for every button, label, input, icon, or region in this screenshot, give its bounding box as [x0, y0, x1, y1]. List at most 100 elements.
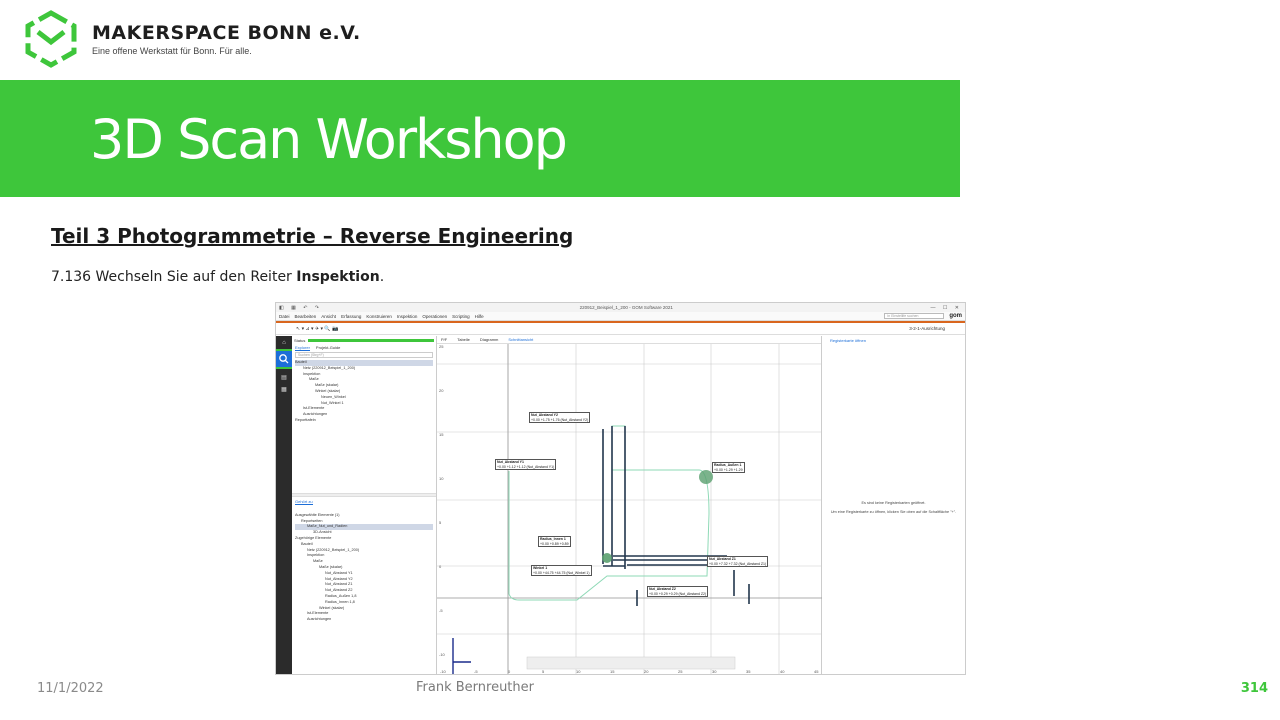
menu-konstruieren[interactable]: Konstruieren: [366, 313, 392, 319]
y-tick: -10: [439, 652, 445, 657]
tree-item[interactable]: Ausrichtungen: [303, 412, 328, 417]
label-nut-abstand-y2[interactable]: Nut_Abstand Y2 +0.00 +1.75 +1.76 (Nut_Ab…: [529, 412, 591, 423]
open-tab-button[interactable]: Registerkarte öffnen: [830, 338, 866, 343]
tab-gehoert-zu[interactable]: Gehört zu: [295, 499, 313, 506]
footer-author: Frank Bernreuther: [416, 680, 534, 695]
tree-item[interactable]: Nut_Winkel 1: [321, 400, 344, 405]
tool-icons[interactable]: ↖ ▾ ⊿ ▾ ✈ ▾ 🔍 📷: [296, 325, 339, 332]
instruction-text: 7.136 Wechseln Sie auf den Reiter Inspek…: [51, 269, 384, 285]
window-title: 220912_Beispiel_1_200 - GOM Software 202…: [579, 305, 673, 310]
window-toolbar-icons: ◧ ▦ ↶ ↷: [279, 304, 322, 311]
tree-item[interactable]: Netz (220912_Beispiel_1_200): [303, 365, 356, 370]
tree-item[interactable]: Reporttafeln: [295, 417, 316, 422]
menu-bearbeiten[interactable]: Bearbeiten: [294, 313, 317, 319]
tab-projekt-guide[interactable]: Projekt-Guide: [315, 345, 341, 350]
menu-erfassung[interactable]: Erfassung: [341, 313, 362, 319]
x-tick: 0: [508, 669, 511, 674]
label-values: +0.00 +1.12 +1.12 (Nut_Abstand Y1): [497, 464, 555, 469]
tree-item[interactable]: Zugehörige Elemente: [295, 535, 332, 540]
home-icon[interactable]: ⌂: [282, 340, 286, 346]
label-radius-innen[interactable]: Radius_Innen 1 +0.00 +0.89 +0.89: [538, 536, 571, 547]
tab-schnittansicht[interactable]: Schnittansicht: [508, 337, 534, 342]
tree-item[interactable]: Inspektion: [307, 553, 325, 558]
tree-item[interactable]: 3D-Ansicht: [313, 530, 332, 535]
main-toolbar: ↖ ▾ ⊿ ▾ ✈ ▾ 🔍 📷 3-2-1-Ausrichtung: [276, 323, 965, 335]
tab-pf[interactable]: P/F: [441, 337, 448, 342]
tree-item[interactable]: Maße: [313, 559, 323, 564]
menu-ansicht[interactable]: Ansicht: [321, 313, 337, 319]
tree-item[interactable]: Winkel (skalar): [315, 388, 341, 393]
menu-hilfe[interactable]: Hilfe: [474, 313, 484, 319]
menu-scripting[interactable]: Scripting: [452, 313, 470, 319]
x-tick: 35: [746, 669, 751, 674]
label-nut-abstand-z1[interactable]: Nut_Abstand Z1 +0.00 +7.32 +7.32 (Nut_Ab…: [707, 556, 769, 567]
explorer-panel: Status Explorer Projekt-Guide Suchen (St…: [292, 336, 437, 674]
related-tree: Ausgewählte Elemente (1) Reportseiten Ma…: [292, 512, 436, 624]
x-tick: -5: [474, 669, 478, 674]
explorer-search-input[interactable]: Suchen (Strg+F): [295, 352, 433, 358]
menubar: Datei Bearbeiten Ansicht Erfassung Konst…: [276, 312, 965, 321]
status-row: Status: [292, 336, 436, 344]
inspection-tab-icon[interactable]: [276, 349, 294, 369]
tree-item[interactable]: Ausgewählte Elemente (1): [295, 512, 340, 517]
workspace: ⌂ ▤ ▦ Status Explorer Projekt-Guide Such…: [276, 336, 965, 674]
panel-splitter[interactable]: [292, 492, 436, 497]
slide-title: 3D Scan Workshop: [90, 108, 568, 171]
tree-item[interactable]: Nut_Abstand Z1: [325, 582, 353, 587]
tree-item[interactable]: Ist-Elemente: [303, 406, 325, 411]
tree-item[interactable]: Ist-Elemente: [307, 611, 329, 616]
tree-item[interactable]: Neuen_Winkel: [321, 394, 346, 399]
label-values: +0.00 +44.75 +44.75 (Nut_Winkel 1): [533, 570, 590, 575]
tree-item[interactable]: Nut_Abstand Y1: [325, 570, 353, 575]
window-controls-icon[interactable]: — ☐ ✕: [930, 304, 962, 311]
label-nut-abstand-z2[interactable]: Nut_Abstand Z2 +0.00 +0.29 +0.29 (Nut_Ab…: [647, 586, 709, 597]
tree-item[interactable]: Nut_Abstand Y2: [325, 576, 353, 581]
page-number: 314: [1240, 681, 1268, 696]
label-values: +0.00 +0.29 +0.29 (Nut_Abstand Z2): [649, 591, 707, 596]
explorer-tree: Bauteil Netz (220912_Beispiel_1_200) Ins…: [292, 359, 436, 425]
tree-item[interactable]: Maße_Nut_und_Radien: [295, 524, 433, 531]
y-tick: -5: [439, 608, 443, 613]
menu-datei[interactable]: Datei: [279, 313, 290, 319]
tab-tabelle[interactable]: Tabelle: [457, 337, 470, 342]
grid-icon[interactable]: ▦: [281, 387, 287, 393]
label-title: Nut_Abstand Y2: [531, 413, 558, 417]
tree-item[interactable]: Inspektion: [303, 371, 321, 376]
tree-item[interactable]: Bauteil: [301, 541, 313, 546]
menu-inspektion[interactable]: Inspektion: [396, 313, 418, 319]
alignment-select[interactable]: 3-2-1-Ausrichtung: [909, 326, 945, 331]
footer-date: 11/1/2022: [37, 681, 104, 696]
tree-item[interactable]: Maße (skalar): [319, 564, 343, 569]
menu-operationen[interactable]: Operationen: [422, 313, 448, 319]
tree-item[interactable]: Maße: [309, 377, 319, 382]
label-title: Nut_Abstand Y1: [497, 460, 524, 464]
view-tabs: P/F Tabelle Diagramm Schnittansicht: [437, 336, 821, 344]
label-nut-abstand-y1[interactable]: Nut_Abstand Y1 +0.00 +1.12 +1.12 (Nut_Ab…: [495, 459, 557, 470]
report-icon[interactable]: ▤: [281, 375, 287, 381]
tree-item[interactable]: Winkel (skalar): [319, 605, 345, 610]
status-progress: [308, 338, 434, 342]
tree-item[interactable]: Ausrichtungen: [307, 617, 332, 622]
view-panel: P/F Tabelle Diagramm Schnittansicht: [437, 336, 824, 674]
tab-explorer[interactable]: Explorer: [295, 344, 310, 351]
section-plot: [437, 344, 824, 674]
tab-diagramm[interactable]: Diagramm: [479, 337, 499, 342]
label-title: Radius_Innen 1: [540, 537, 566, 541]
explorer-tabs: Explorer Projekt-Guide: [292, 344, 436, 351]
title-banner: 3D Scan Workshop: [0, 80, 960, 197]
label-winkel[interactable]: Winkel 1 +0.00 +44.75 +44.75 (Nut_Winkel…: [531, 565, 592, 576]
tree-item[interactable]: Netz (220912_Beispiel_1_200): [307, 547, 360, 552]
instruction-suffix: .: [379, 269, 385, 285]
tree-item[interactable]: Bauteil: [295, 360, 433, 366]
tree-item[interactable]: Radius_Außen 1,8: [325, 593, 357, 598]
tree-item[interactable]: Maße (skalar): [315, 383, 339, 388]
section-title: Teil 3 Photogrammetrie – Reverse Enginee…: [51, 224, 574, 248]
y-tick: 15: [439, 432, 444, 437]
tree-item[interactable]: Reportseiten: [301, 518, 323, 523]
tree-item[interactable]: Radius_Innen 1,8: [325, 599, 355, 604]
tree-item[interactable]: Nut_Abstand Z2: [325, 588, 353, 593]
label-radius-aussen[interactable]: Radius_Außen 1 +0.00 +1.29 +1.29: [712, 462, 745, 473]
settings-search-input[interactable]: In Einstellife suchen: [884, 313, 945, 319]
